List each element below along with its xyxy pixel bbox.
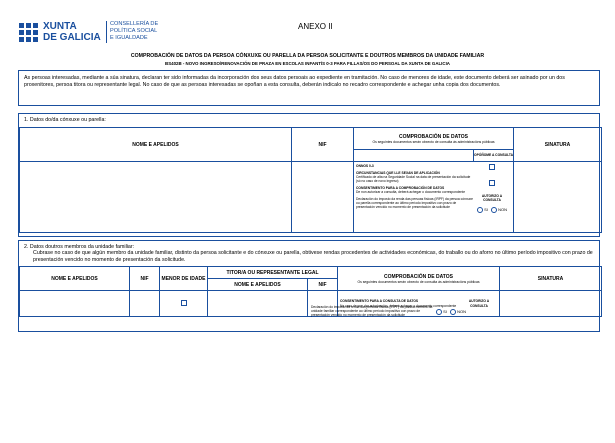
s2-name-field[interactable] [19,290,130,317]
s1-oppose-checkbox-1[interactable] [489,164,496,170]
s2-minor-cell [159,290,208,317]
s1-nif-field[interactable] [291,161,354,233]
logo-line2: DE GALICIA [43,32,101,43]
section2-table: NOME E APELIDOS NIF MENOR DE IDADE TITOR… [19,266,603,317]
s2-sign-field[interactable] [499,290,603,317]
s2-col-tutor-name: NOME E APELIDOS [207,278,308,291]
intro-text: As persoas interesadas, mediante a súa s… [18,70,600,106]
section2-description: Cubrase no caso de que algún membro da u… [33,250,593,263]
s1-col-nif: NIF [291,127,354,162]
s1-no-radio[interactable] [491,206,498,213]
s2-col-name: NOME E APELIDOS [19,266,130,291]
page-header: XUNTA DE GALICIA CONSELLERÍA DE POLÍTICA… [18,18,598,58]
document-title: COMPROBACIÓN DE DATOS DA PERSOA CÓNXUXE … [130,53,485,59]
s2-col-tutor-nif: NIF [306,278,339,291]
s2-nif-field[interactable] [129,290,160,317]
section2-title: 2. Datos doutros membros da unidade fami… [24,244,135,250]
s1-col-name: NOME E APELIDOS [19,127,292,162]
department-name: CONSELLERÍA DE POLÍTICA SOCIAL E IGUALDA… [110,21,159,41]
xunta-logo: XUNTA DE GALICIA CONSELLERÍA DE POLÍTICA… [18,20,218,54]
section1-box: 1. Datos do/da cónxuxe ou parella: NOME … [18,113,603,237]
logo-line1: XUNTA [43,21,77,32]
s2-no-radio[interactable] [450,309,456,315]
s1-yes-radio[interactable] [476,206,483,213]
s1-oppose-header: OPÓÑOME A CONSULTA [472,149,515,162]
s2-col-minor: MENOR DE IDADE [159,266,208,291]
s2-col-sign: SINATURA [499,266,603,291]
annex-label: ANEXO II [298,22,333,31]
section1-title: 1. Datos do/da cónxuxe ou parella: [24,117,106,123]
document-subtitle: BS402B - NOVO INGRESO/RENOVACIÓN DE PRAZ… [165,61,450,66]
s1-name-field[interactable] [19,161,292,233]
s2-minor-checkbox[interactable] [180,300,187,307]
s2-col-nif: NIF [129,266,160,291]
s2-col-check: COMPROBACIÓN DE DATOS Os seguintes docum… [337,266,501,291]
section1-table: NOME E APELIDOS NIF COMPROBACIÓN DE DATO… [19,127,603,233]
s2-tutor-name-field[interactable] [207,290,308,317]
s1-sign-field[interactable] [513,161,603,233]
s1-col-sign: SINATURA [513,127,603,162]
s2-col-tutor: TITOR/A OU REPRESENTANTE LEGAL [206,266,339,279]
xunta-emblem-icon [19,23,38,42]
s1-check-cell: ONNOS 0-3 CIRCUNSTANCIAS QUE LLE SEXAN D… [352,161,515,233]
s2-tutor-nif-field[interactable] [306,290,339,317]
s2-check-cell: CONSENTIMENTO PARA A CONSULTA DE DATOS N… [337,290,501,317]
s2-irpf-row: Declaración do imposto da renda das pers… [311,305,467,318]
s1-col-check: COMPROBACIÓN DE DATOS Os seguintes docum… [352,127,515,150]
section2-box: 2. Datos doutros membros da unidade fami… [18,240,603,332]
s2-yes-radio[interactable] [435,309,442,315]
logo-divider [106,21,107,43]
s1-oppose-checkbox-2[interactable] [489,180,496,187]
